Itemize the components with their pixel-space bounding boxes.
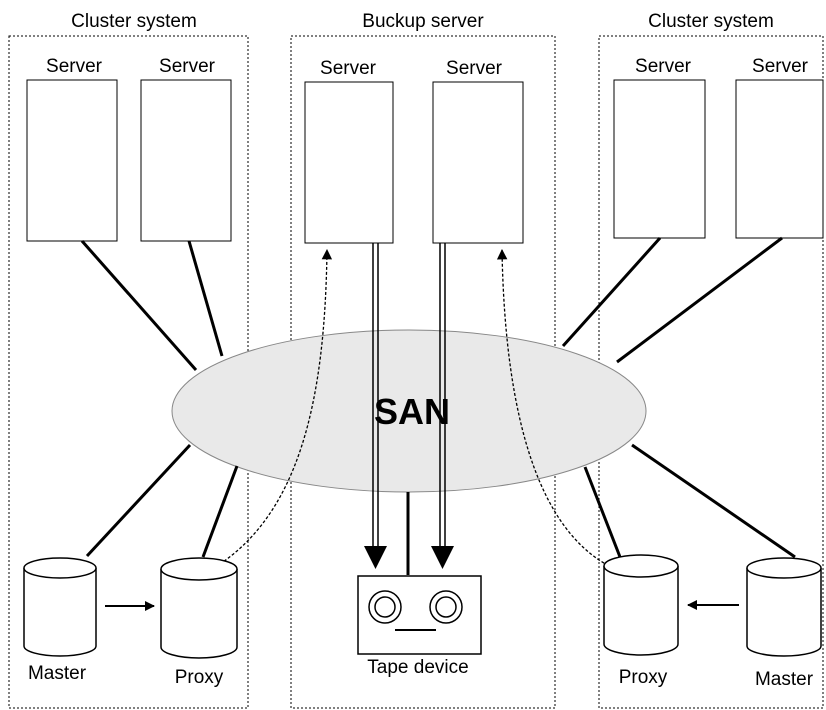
right-proxy-disk [603,554,679,656]
left-proxy-disk [160,557,238,659]
arrow-middle-server-b-to-tape [431,243,454,569]
san-label: SAN [374,391,450,432]
right-master-disk [746,557,822,657]
backup-server-title: Buckup server [362,11,484,32]
left-server-b [140,79,232,242]
left-cluster-title: Cluster system [71,11,197,32]
right-server-a [613,79,706,239]
link-san-left-proxy [201,465,239,558]
arrow-middle-server-a-to-tape [364,243,387,569]
middle-server-b [432,81,524,244]
left-server-a [26,79,118,242]
link-san-right-proxy [583,466,622,558]
link-left-server-a-san [80,240,198,371]
left-master-label: Master [28,663,87,684]
left-cluster-box [8,35,249,709]
link-left-server-b-san [187,240,224,357]
tape-device-label: Tape device [367,657,468,678]
right-proxy-label: Proxy [619,667,668,688]
dashed-arrow-left-proxy-to-server [206,248,333,573]
link-san-left-master [85,443,192,558]
middle-server-b-label: Server [446,58,503,79]
right-master-label: Master [755,669,814,690]
middle-server-a-label: Server [320,58,377,79]
middle-server-a [304,81,394,244]
link-san-right-master [631,443,796,559]
left-master-disk [23,557,97,657]
link-right-server-a-san [561,236,662,348]
left-proxy-label: Proxy [175,667,224,688]
right-server-b-label: Server [752,56,809,77]
dashed-arrow-right-proxy-to-server [496,248,623,573]
link-right-server-b-san [616,236,783,364]
left-server-a-label: Server [46,56,103,77]
tape-device [357,575,482,655]
right-cluster-title: Cluster system [648,11,774,32]
right-server-b [735,79,824,239]
left-server-b-label: Server [159,56,216,77]
right-server-a-label: Server [635,56,692,77]
